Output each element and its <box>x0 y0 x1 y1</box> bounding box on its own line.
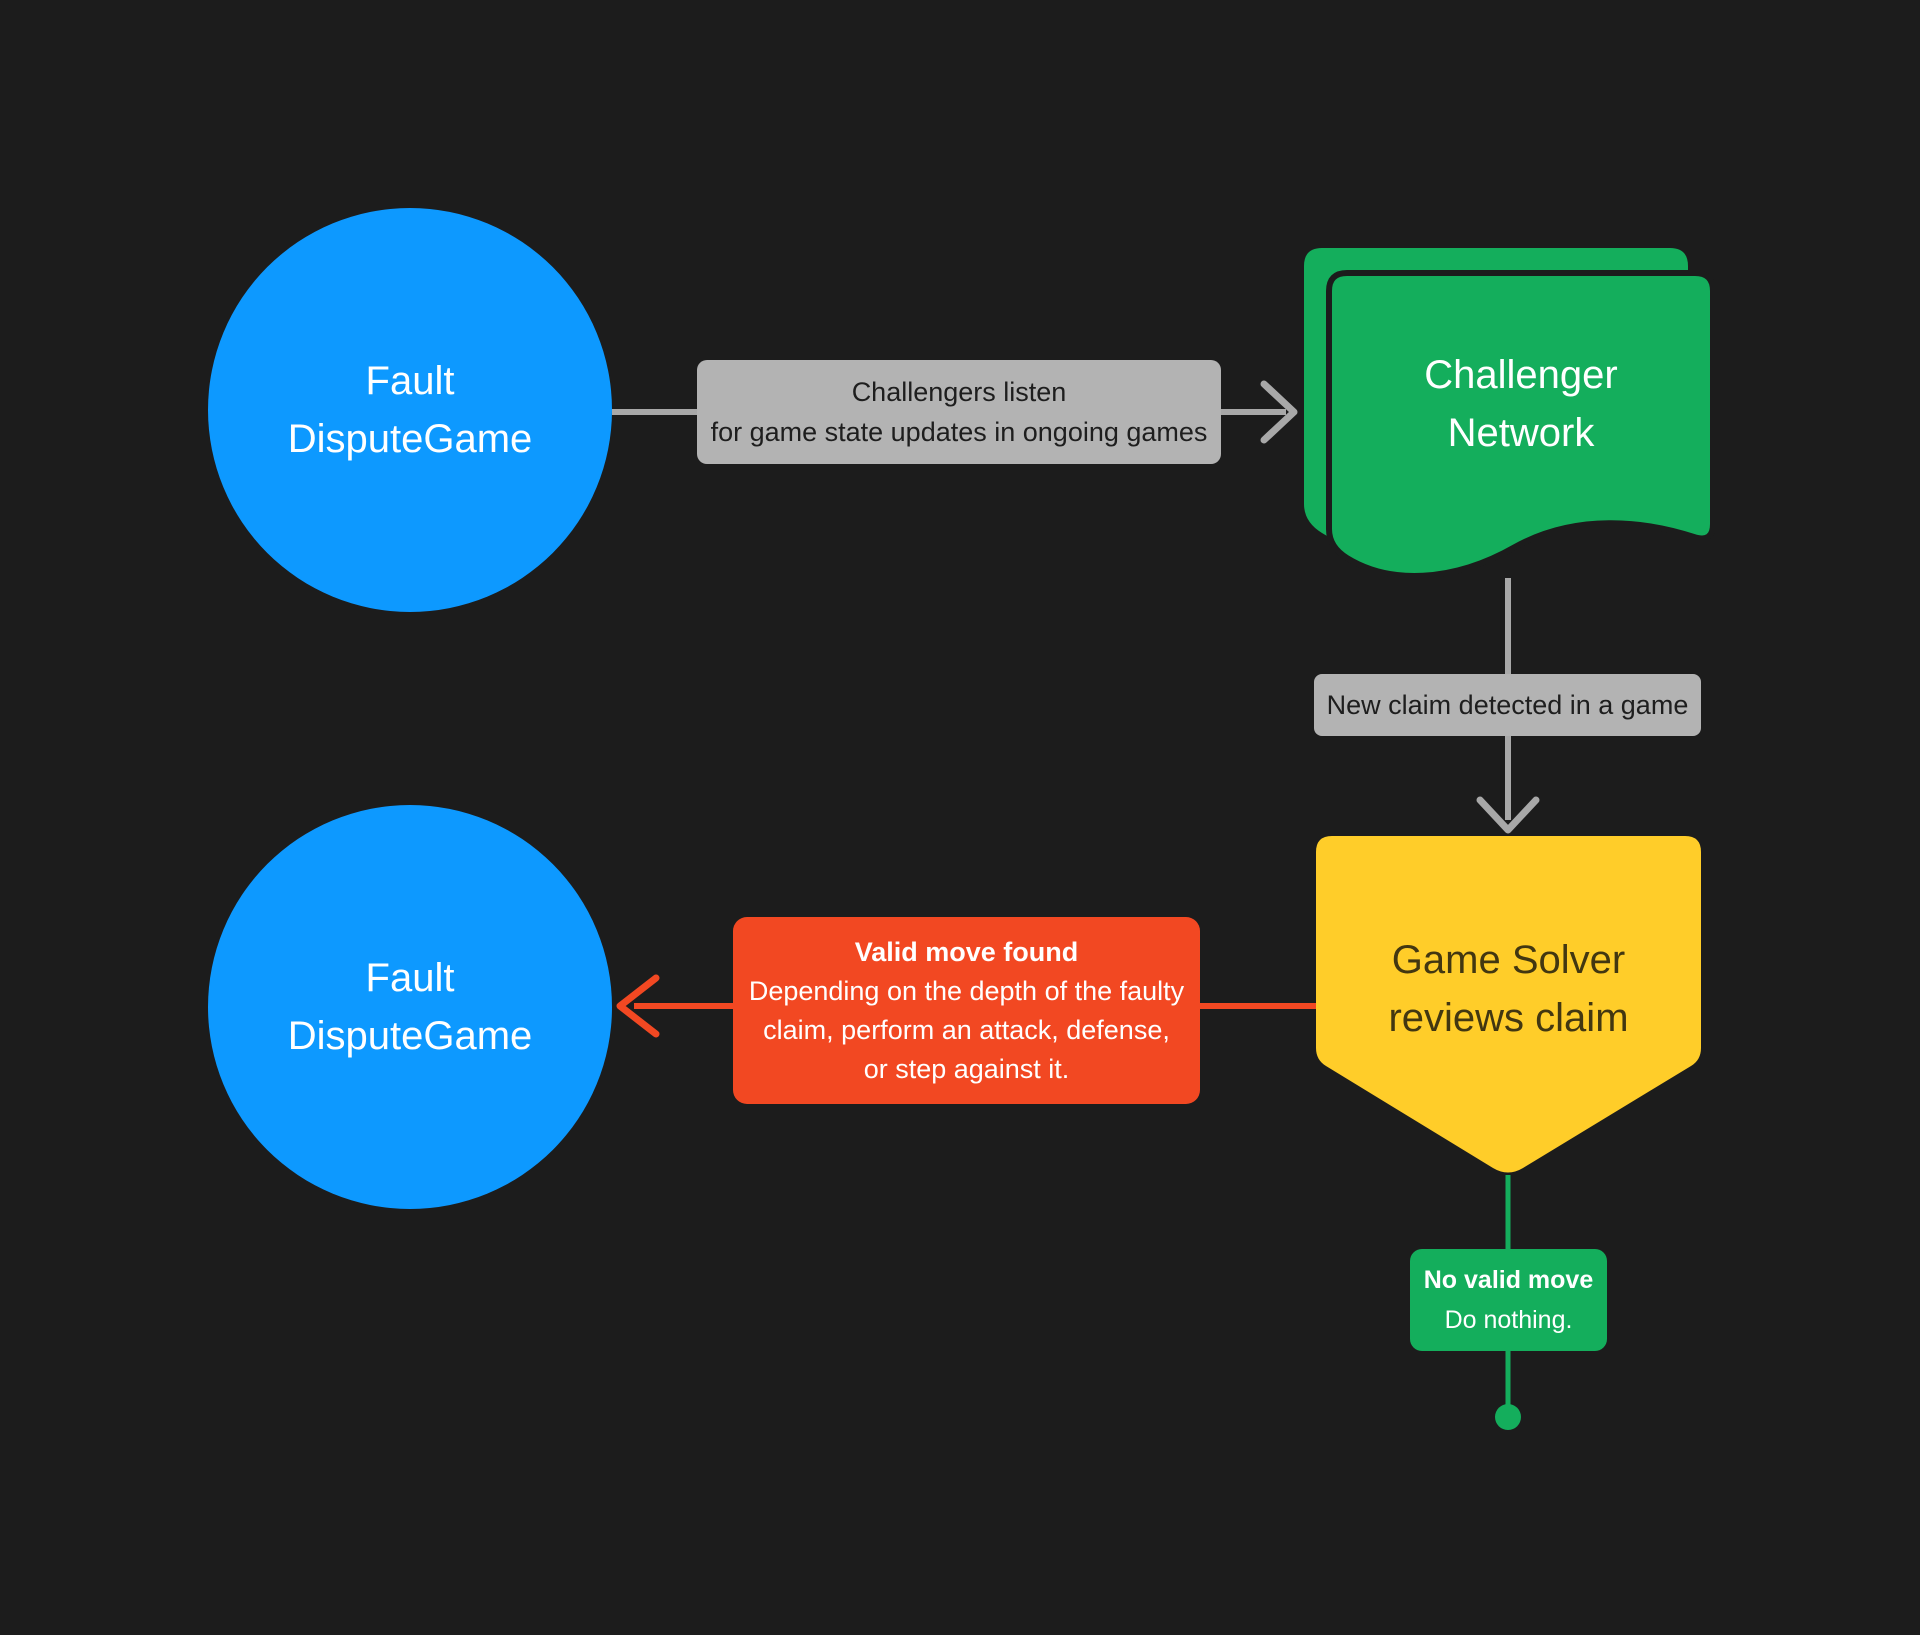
edge-text-line: or step against it. <box>863 1053 1070 1084</box>
node-text-line: reviews claim <box>1388 996 1629 1040</box>
node-game-solver-shape <box>1316 836 1701 1173</box>
edge-text-line: Depending on the depth of the faulty <box>748 975 1185 1006</box>
edge-label-new-claim: New claim detected in a game <box>1314 674 1701 736</box>
edge-text-line: Challengers listen <box>851 377 1067 407</box>
node-label-fault-dispute-game-bottom: Fault DisputeGame <box>208 805 612 1209</box>
node-text-line: Game Solver <box>1391 938 1626 982</box>
edge-text-line: claim, perform an attack, defense, <box>763 1014 1170 1045</box>
edge-label-valid-move: Valid move found Depending on the depth … <box>733 917 1200 1104</box>
node-label-fault-dispute-game-top: Fault DisputeGame <box>208 208 612 612</box>
edge-text-line: New claim detected in a game <box>1326 690 1689 720</box>
edge-label-title: Valid move found <box>854 936 1079 967</box>
edge-no-valid-move-endpoint-dot <box>1495 1404 1521 1430</box>
edge-label-listen: Challengers listen for game state update… <box>697 360 1221 464</box>
edge-listen-arrowhead-icon <box>1260 380 1298 444</box>
edge-text-line: for game state updates in ongoing games <box>710 417 1208 447</box>
edge-label-no-valid-move: No valid move Do nothing. <box>1410 1249 1607 1351</box>
node-label-challenger-network: Challenger Network <box>1329 273 1713 535</box>
edge-label-title: No valid move <box>1423 1266 1594 1294</box>
node-text-line: DisputeGame <box>287 417 533 461</box>
node-text-line: Fault <box>365 956 455 1000</box>
node-text-line: Fault <box>365 359 455 403</box>
node-text-line: Network <box>1447 411 1595 455</box>
edge-text-line: Do nothing. <box>1444 1306 1573 1334</box>
node-fault-dispute-game-bottom-shape <box>208 805 612 1209</box>
node-label-game-solver: Game Solver reviews claim <box>1316 836 1701 1142</box>
node-fault-dispute-game-top-shape <box>208 208 612 612</box>
node-text-line: Challenger <box>1424 353 1618 397</box>
edge-valid-move-arrowhead-icon <box>616 974 660 1038</box>
node-text-line: DisputeGame <box>287 1014 533 1058</box>
edge-new-claim-arrowhead-icon <box>1476 796 1540 834</box>
node-challenger-network-shape <box>1326 270 1716 579</box>
